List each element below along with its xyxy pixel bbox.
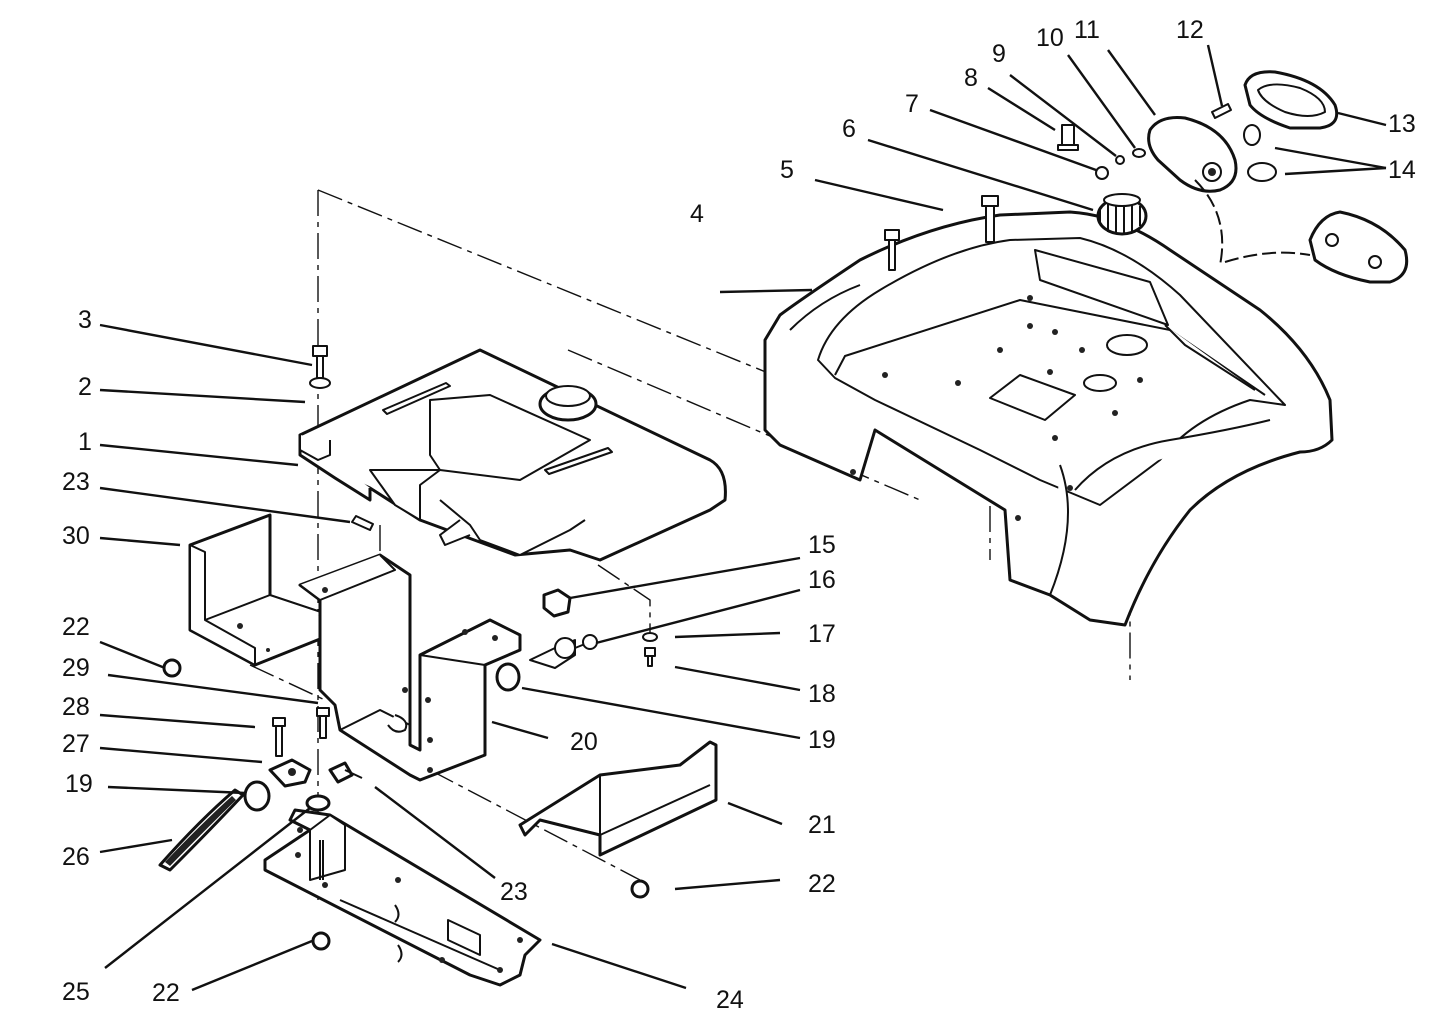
bracket-20: [298, 553, 522, 782]
callout-6: 6: [842, 115, 856, 143]
small-hardware-top: [1057, 124, 1146, 180]
callout-25: 25: [62, 978, 90, 1006]
hose-clamp-upper: [495, 662, 521, 692]
callout-27: 27: [62, 730, 90, 758]
callout-30: 30: [62, 522, 90, 550]
washer-25: [305, 794, 331, 812]
callout-29: 29: [62, 654, 90, 682]
fuel-tank: [298, 348, 727, 562]
callout-4: 4: [690, 200, 704, 228]
callout-2: 2: [78, 373, 92, 401]
callout-22b: 22: [808, 870, 836, 898]
fender-assembly: [763, 210, 1334, 627]
washer-screw-17-18: [642, 632, 658, 667]
callout-14: 14: [1388, 156, 1416, 184]
callout-12: 12: [1176, 16, 1204, 44]
callout-16: 16: [808, 566, 836, 594]
deflector-21: [518, 740, 718, 857]
small-hardware-left: [268, 707, 330, 788]
callout-11: 11: [1074, 16, 1100, 44]
fuel-cap: [1096, 193, 1148, 236]
fuel-fittings: [529, 588, 598, 669]
callout-3: 3: [78, 306, 92, 334]
callout-26: 26: [62, 843, 90, 871]
fender-bolts: [884, 195, 999, 271]
callout-22c: 22: [152, 979, 180, 1007]
tank-bolt-washer: [309, 345, 331, 389]
callout-19a: 19: [808, 726, 836, 754]
leader-lines: [99, 44, 1387, 992]
callout-5: 5: [780, 156, 794, 184]
callout-15: 15: [808, 531, 836, 559]
callout-24: 24: [716, 986, 744, 1014]
callout-1: 1: [78, 428, 92, 456]
callout-28: 28: [62, 693, 90, 721]
callout-8: 8: [964, 64, 978, 92]
callout-20: 20: [570, 728, 598, 756]
callout-7: 7: [905, 90, 919, 118]
callout-9: 9: [992, 40, 1006, 68]
callout-22a: 22: [62, 613, 90, 641]
callout-labels: 1 2 3 4 5 6 7 8 9 10 11 12 13 14 15 16 1…: [62, 16, 1416, 1014]
callout-13: 13: [1388, 110, 1416, 138]
callout-18: 18: [808, 680, 836, 708]
callout-10: 10: [1036, 24, 1064, 52]
hose-and-clamp: [158, 780, 271, 872]
callout-19b: 19: [65, 770, 93, 798]
callout-23b: 23: [500, 878, 528, 906]
lamp-screw: [1211, 103, 1232, 119]
callout-17: 17: [808, 620, 836, 648]
tail-lamp-assembly: [1147, 70, 1409, 284]
callout-23a: 23: [62, 468, 90, 496]
mounting-plate-24: [263, 808, 542, 987]
bolts-23: [328, 515, 374, 784]
callout-21: 21: [808, 811, 836, 839]
